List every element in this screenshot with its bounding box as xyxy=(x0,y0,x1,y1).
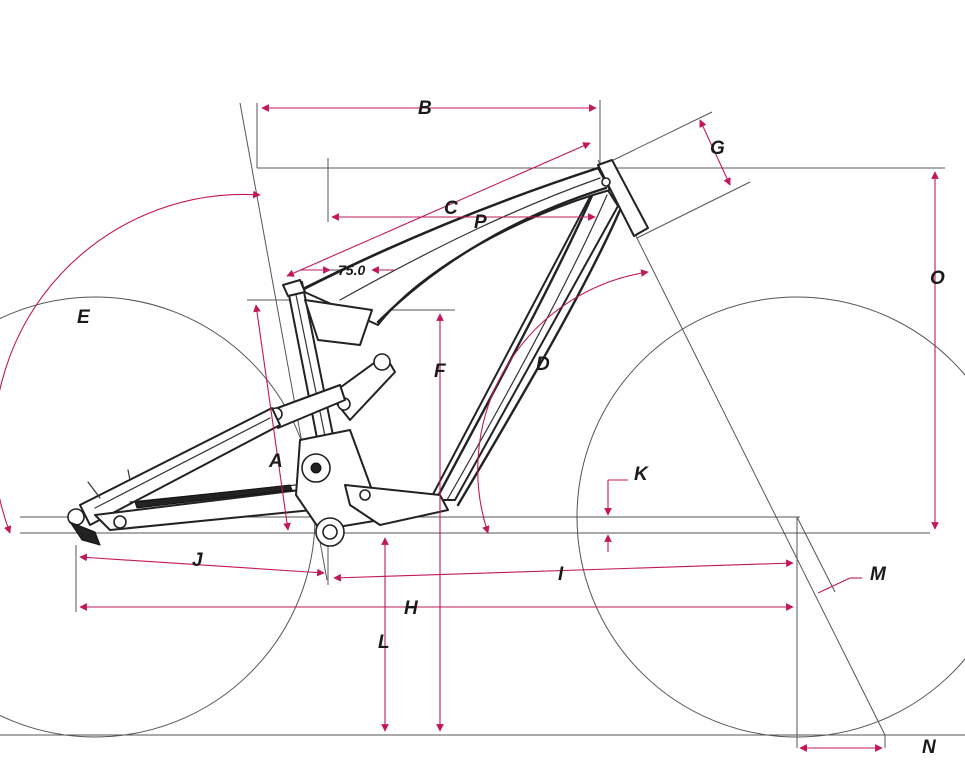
label-o: O xyxy=(930,268,945,289)
rocker-upper xyxy=(304,299,373,346)
label-j: J xyxy=(192,550,203,571)
fork-offset-line xyxy=(796,516,836,593)
head-tube xyxy=(597,159,649,237)
label-a: A xyxy=(268,451,283,472)
label-g: G xyxy=(710,138,725,159)
label-f: F xyxy=(434,361,447,382)
dim-a xyxy=(253,304,291,531)
label-c: C xyxy=(444,198,458,219)
label-n: N xyxy=(922,737,937,758)
brake-mount xyxy=(87,481,101,499)
head-tube-bottom-guide xyxy=(636,181,751,239)
label-d: D xyxy=(536,354,550,375)
rocker-pivot xyxy=(373,353,391,371)
label-m: M xyxy=(870,564,887,585)
bb-axle xyxy=(322,524,338,540)
chainstay-pivot xyxy=(113,515,127,529)
label-e: E xyxy=(77,307,91,328)
dim-m-leader xyxy=(817,577,851,594)
label-k: K xyxy=(634,464,649,485)
head-tube-top-guide xyxy=(596,111,713,169)
chainring-center xyxy=(310,462,322,474)
label-l: L xyxy=(378,632,390,653)
label-i: I xyxy=(558,564,564,585)
label-b: B xyxy=(418,98,432,119)
head-tube-port xyxy=(601,177,611,187)
label-h: H xyxy=(404,598,419,619)
stay-tab xyxy=(127,469,131,481)
head-tube-axis xyxy=(597,159,886,736)
dim-j xyxy=(79,553,325,577)
dim-d xyxy=(477,269,649,534)
lower-pivot xyxy=(359,489,371,501)
dimension-labels: B C P 75.0 G O F D E A K J I M H L N xyxy=(77,98,945,758)
dim-g xyxy=(699,119,731,186)
dimension-lines xyxy=(0,104,939,752)
dim-i xyxy=(333,559,794,582)
seat-clamp xyxy=(282,279,306,297)
dim-c xyxy=(286,142,591,277)
bike-frame xyxy=(67,159,649,547)
label-seat-offset: 75.0 xyxy=(338,262,365,278)
dim-e xyxy=(0,190,261,534)
label-p: P xyxy=(474,212,487,233)
